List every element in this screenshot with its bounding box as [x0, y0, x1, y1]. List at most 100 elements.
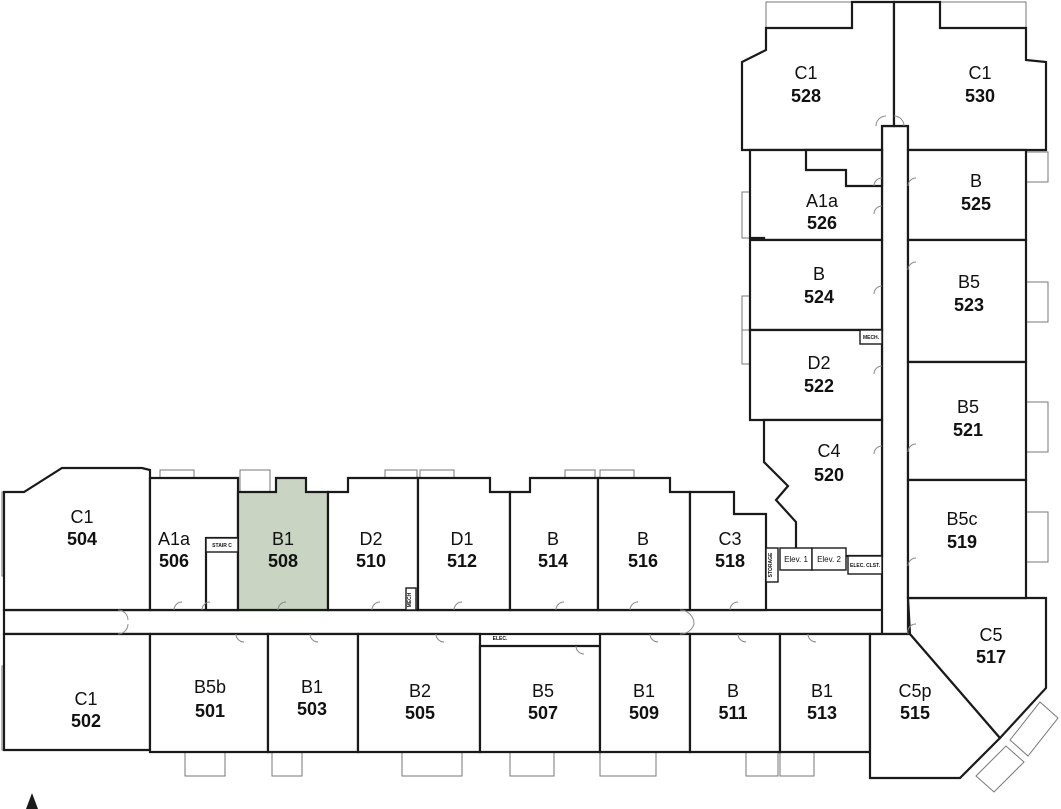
unit-530[interactable]: C1 530: [965, 63, 995, 106]
elec-label: ELEC.: [493, 636, 508, 642]
unit-number: 518: [715, 551, 745, 571]
unit-number: 510: [356, 551, 386, 571]
unit-513[interactable]: B1 513: [807, 681, 837, 723]
unit-516[interactable]: B 516: [628, 529, 658, 571]
unit-510[interactable]: D2 510: [356, 529, 386, 571]
north-wing: [2, 466, 768, 612]
unit-type: C1: [70, 507, 93, 527]
unit-number: 513: [807, 703, 837, 723]
unit-506[interactable]: A1a 506: [158, 529, 191, 571]
unit-524[interactable]: B 524: [804, 264, 834, 307]
stair-c-label: STAIR C: [212, 543, 232, 549]
unit-517[interactable]: C5 517: [976, 625, 1006, 667]
unit-502[interactable]: C1 502: [71, 689, 101, 731]
mech-east-label: MECH.: [863, 335, 880, 341]
unit-number: 508: [268, 551, 298, 571]
unit-type: C1: [794, 63, 817, 83]
unit-511[interactable]: B 511: [718, 681, 747, 723]
unit-type: A1a: [806, 191, 839, 211]
unit-number: 519: [947, 532, 977, 552]
unit-number: 503: [297, 699, 327, 719]
unit-523[interactable]: B5 523: [954, 272, 984, 315]
unit-514[interactable]: B 514: [538, 529, 568, 571]
unit-type: B: [547, 529, 559, 549]
unit-508[interactable]: B1 508: [268, 529, 298, 571]
unit-type: B1: [272, 529, 294, 549]
unit-type: D1: [450, 529, 473, 549]
unit-type: B5b: [194, 677, 226, 697]
unit-number: 511: [718, 703, 747, 723]
unit-number: 509: [629, 703, 659, 723]
unit-type: B1: [301, 677, 323, 697]
east-wing: [740, 0, 1048, 600]
unit-number: 512: [447, 551, 477, 571]
unit-type: D2: [359, 529, 382, 549]
unit-type: C1: [968, 63, 991, 83]
unit-501[interactable]: B5b 501: [194, 677, 226, 721]
unit-number: 521: [953, 420, 983, 440]
unit-type: C1: [74, 689, 97, 709]
unit-515[interactable]: C5p 515: [898, 681, 931, 723]
unit-type: B: [970, 171, 982, 191]
unit-number: 515: [900, 703, 930, 723]
storage-label: STORAGE: [768, 552, 774, 577]
unit-519[interactable]: B5c 519: [946, 509, 977, 552]
unit-526[interactable]: A1a 526: [806, 191, 839, 233]
unit-number: 516: [628, 551, 658, 571]
unit-number: 525: [961, 194, 991, 214]
unit-number: 523: [954, 295, 984, 315]
unit-number: 524: [804, 287, 834, 307]
unit-number: 522: [804, 376, 834, 396]
unit-type: C4: [817, 441, 840, 461]
unit-type: C5: [979, 625, 1002, 645]
unit-528[interactable]: C1 528: [791, 63, 821, 106]
unit-number: 507: [528, 703, 558, 723]
unit-507[interactable]: B5 507: [528, 681, 558, 723]
unit-type: B: [813, 264, 825, 284]
mech-west-label: MECH: [407, 592, 413, 607]
unit-number: 526: [807, 213, 837, 233]
unit-type: B5: [958, 272, 980, 292]
unit-number: 530: [965, 86, 995, 106]
unit-type: A1a: [158, 529, 191, 549]
unit-type: D2: [807, 353, 830, 373]
elev-1-label: Elev. 1: [784, 555, 808, 564]
unit-type: B5: [957, 397, 979, 417]
unit-503[interactable]: B1 503: [297, 677, 327, 719]
unit-number: 502: [71, 711, 101, 731]
north-arrow-icon: [26, 793, 38, 809]
unit-512[interactable]: D1 512: [447, 529, 477, 571]
unit-type: B1: [811, 681, 833, 701]
elec-closet-label: ELEC. CLST.: [850, 563, 881, 569]
unit-number: 505: [405, 703, 435, 723]
utility-rooms: STAIR C MECH ELEC. MECH. STORAGE Elev. 1…: [205, 329, 883, 642]
unit-520[interactable]: C4 520: [814, 441, 844, 485]
unit-number: 517: [976, 647, 1006, 667]
unit-type: C3: [718, 529, 741, 549]
unit-522[interactable]: D2 522: [804, 353, 834, 396]
unit-518[interactable]: C3 518: [715, 529, 745, 571]
unit-type: B5: [532, 681, 554, 701]
unit-505[interactable]: B2 505: [405, 681, 435, 723]
door-swings: [117, 115, 917, 655]
unit-504[interactable]: C1 504: [67, 507, 97, 549]
elev-2-label: Elev. 2: [817, 555, 841, 564]
unit-number: 504: [67, 529, 97, 549]
unit-type: B5c: [946, 509, 977, 529]
unit-number: 514: [538, 551, 568, 571]
unit-type: C5p: [898, 681, 931, 701]
unit-type: B2: [409, 681, 431, 701]
unit-type: B1: [633, 681, 655, 701]
unit-type: B: [637, 529, 649, 549]
unit-508-highlight[interactable]: [236, 476, 330, 612]
unit-509[interactable]: B1 509: [629, 681, 659, 723]
unit-number: 501: [195, 701, 225, 721]
south-wing: [2, 596, 1048, 780]
unit-525[interactable]: B 525: [961, 171, 991, 214]
unit-number: 520: [814, 465, 844, 485]
unit-number: 506: [159, 551, 189, 571]
unit-521[interactable]: B5 521: [953, 397, 983, 440]
unit-number: 528: [791, 86, 821, 106]
unit-labels: C1 504 A1a 506 B1 508 D2 510 D1 512 B 51…: [67, 63, 1006, 731]
